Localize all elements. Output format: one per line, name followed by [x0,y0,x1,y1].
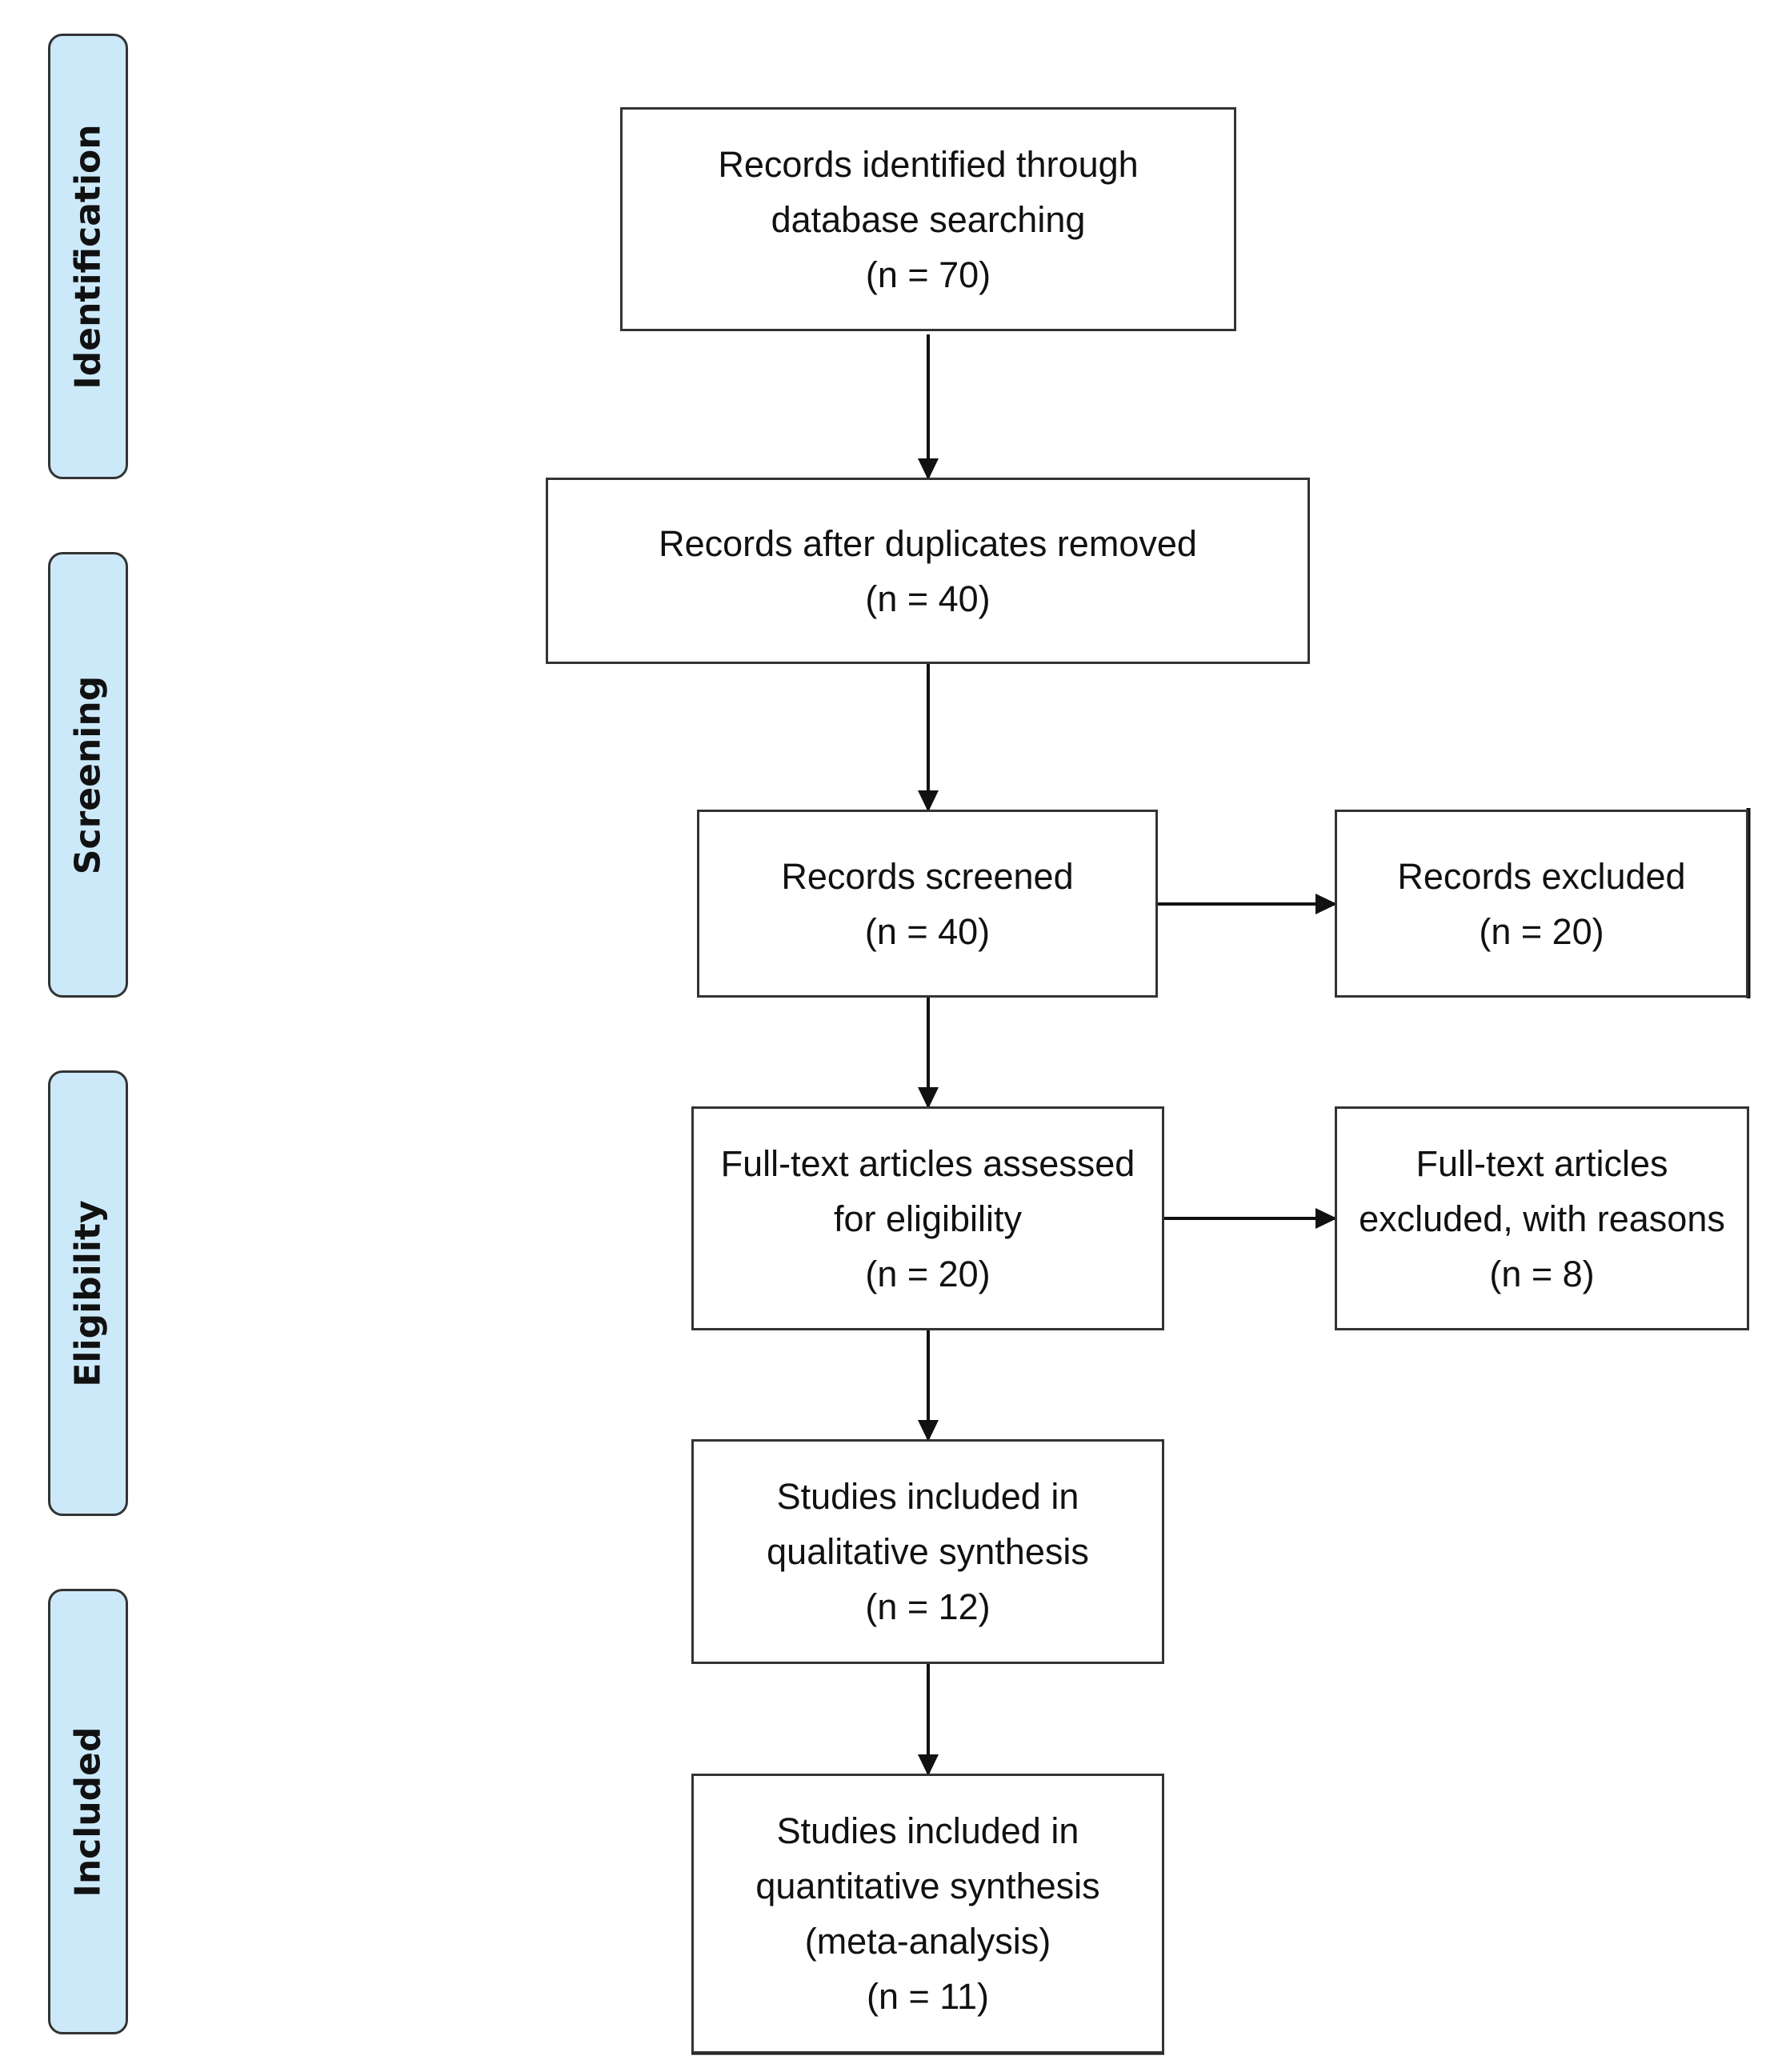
box-fulltext-excluded-line1: Full-text articles [1416,1142,1668,1184]
box-records-identified-line2: database searching [771,198,1086,240]
box-records-screened-count: (n = 40) [864,910,991,952]
box-fulltext-assessed-line2: for eligibility [833,1198,1023,1239]
box-records-excluded-line1: Records excluded [1397,855,1686,897]
box-fulltext-assessed-line1: Full-text articles assessed [720,1142,1135,1184]
arrowhead-6 [918,1420,939,1442]
box-quantitative-synthesis: Studies included in quantitative synthes… [691,1774,1164,2054]
box-fulltext-excluded-line2: excluded, with reasons [1359,1198,1725,1239]
box-fulltext-assessed-count: (n = 20) [865,1253,991,1294]
box-records-identified: Records identified through database sear… [620,107,1236,331]
box-fulltext-excluded: Full-text articles excluded, with reason… [1335,1106,1749,1330]
phase-included: Included [48,1589,128,2034]
box-qualitative-synthesis-count: (n = 12) [865,1586,991,1627]
box-qualitative-synthesis: Studies included in qualitative synthesi… [691,1439,1164,1664]
arrowhead-7 [918,1754,939,1776]
box-quantitative-synthesis-line1: Studies included in [776,1810,1079,1851]
box-quantitative-synthesis-line3: (meta-analysis) [804,1921,1051,1962]
phase-identification: Identification [48,34,128,479]
box-records-identified-count: (n = 70) [865,254,991,295]
box-after-duplicates-line1: Records after duplicates removed [659,522,1197,564]
phase-screening: Screening [48,552,128,998]
arrowhead-4 [918,1087,939,1109]
arrowhead-5 [1315,1208,1337,1229]
box-after-duplicates-count: (n = 40) [865,578,991,619]
phase-eligibility: Eligibility [48,1070,128,1516]
box-fulltext-excluded-count: (n = 8) [1489,1253,1595,1294]
box-qualitative-synthesis-line2: qualitative synthesis [767,1531,1089,1572]
box-records-identified-line1: Records identified through [718,143,1139,185]
box-qualitative-synthesis-line1: Studies included in [776,1476,1079,1517]
box-records-excluded-count: (n = 20) [1479,910,1604,952]
box-fulltext-assessed: Full-text articles assessed for eligibil… [691,1106,1164,1330]
arrowhead-1 [918,458,939,480]
box-records-screened-line1: Records screened [781,855,1074,897]
box-records-excluded: Records excluded (n = 20) [1335,810,1748,998]
box-quantitative-synthesis-count: (n = 11) [867,1976,989,2017]
box-records-screened: Records screened (n = 40) [697,810,1158,998]
arrowhead-3 [1315,894,1337,914]
box-after-duplicates: Records after duplicates removed (n = 40… [546,478,1310,664]
arrowhead-2 [918,790,939,812]
box-quantitative-synthesis-line2: quantitative synthesis [755,1866,1100,1906]
